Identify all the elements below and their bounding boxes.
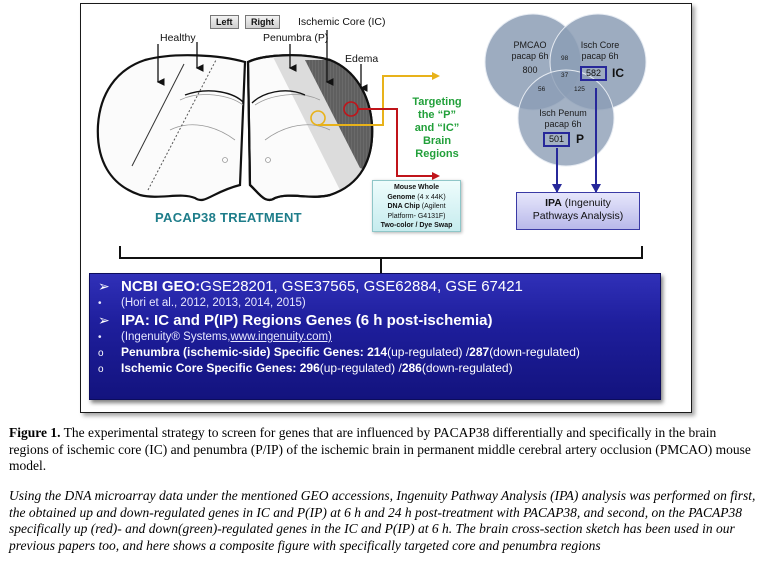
figure-caption: Figure 1. The experimental strategy to s… — [9, 425, 751, 473]
venn-label-penumbra: Isch Penum pacap 6h — [539, 108, 587, 129]
edema-label: Edema — [345, 53, 379, 65]
targeting-text: Targeting the “P” and “IC” Brain Regions — [412, 96, 462, 160]
overlap-pmcao-penumbra: 56 — [538, 86, 546, 93]
figure-note: Using the DNA microarray data under the … — [9, 488, 756, 553]
penumbra-target-line — [318, 75, 437, 126]
geo-row-penumbra-genes: o Penumbra (ischemic-side) Specific Gene… — [98, 345, 580, 359]
geo-row-ipa: ➢ IPA: IC and P(IP) Regions Genes (6 h p… — [98, 312, 493, 329]
right-button: Right — [245, 15, 280, 29]
arrow-bullet-icon: ➢ — [98, 278, 110, 294]
dot-bullet-icon: • — [98, 332, 102, 343]
venn-label-core: Isch Core pacap 6h — [580, 40, 620, 61]
figure-drawing — [96, 13, 647, 273]
geo-summary-panel: ➢ NCBI GEO: GSE28201, GSE37565, GSE62884… — [89, 273, 661, 400]
geo-row-ncbi: ➢ NCBI GEO: GSE28201, GSE37565, GSE62884… — [98, 278, 523, 295]
venn-circle-penumbra — [517, 69, 615, 167]
ipa-box: IPA (Ingenuity Pathways Analysis) — [516, 192, 640, 230]
overlap-all-three: 37 — [561, 72, 569, 79]
venn-label-pmcao: PMCAO pacap 6h 800 — [511, 40, 549, 75]
overlap-core-penumbra: 125 — [574, 86, 585, 93]
penumbra-label: Penumbra (P) — [263, 32, 329, 44]
geo-row-ingenuity: • (Ingenuity® Systems, www.ingenuity.com… — [98, 331, 332, 343]
circle-bullet-icon: o — [98, 348, 104, 359]
figure-label: Figure 1. — [9, 425, 61, 440]
bracket — [119, 246, 643, 259]
dot-bullet-icon: • — [98, 298, 102, 309]
ingenuity-link[interactable]: www.ingenuity.com) — [230, 331, 332, 343]
penumbra-count-box: 501 — [543, 132, 571, 147]
treatment-title: PACAP38 TREATMENT — [155, 210, 302, 225]
p-tag: P — [576, 132, 585, 146]
ic-tag: IC — [612, 66, 624, 80]
circle-bullet-icon: o — [98, 364, 104, 375]
geo-row-core-genes: o Ischemic Core Specific Genes: 296 (up-… — [98, 361, 513, 375]
overlap-pmcao-core: 98 — [561, 55, 569, 62]
left-hemisphere — [96, 54, 247, 202]
ischemic-core-label: Ischemic Core (IC) — [298, 16, 386, 28]
left-button: Left — [210, 15, 239, 29]
dna-chip-box: Mouse Whole Genome (4 x 44K) DNA Chip (A… — [372, 180, 461, 232]
core-count-box: 582 — [580, 66, 608, 81]
core-target-line — [358, 108, 437, 177]
healthy-label: Healthy — [160, 32, 196, 44]
geo-row-citations: • (Hori et al., 2012, 2013, 2014, 2015) — [98, 297, 306, 309]
arrow-bullet-icon: ➢ — [98, 312, 110, 328]
